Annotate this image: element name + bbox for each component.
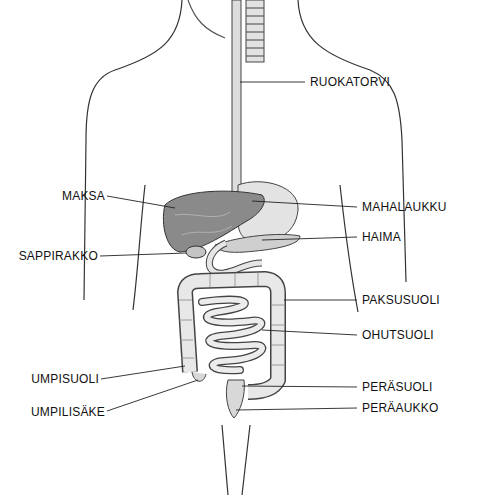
part-label: MAHALAUKKU	[362, 200, 447, 214]
throat	[188, 0, 264, 62]
leader-line	[284, 300, 357, 301]
throat-line	[188, 0, 225, 38]
leg-line	[242, 425, 250, 495]
arm-right-line	[340, 185, 358, 312]
trachea-rings	[246, 8, 264, 56]
leader-line	[240, 82, 305, 83]
duodenum	[209, 243, 262, 273]
colon	[185, 279, 278, 392]
duodenum-outline	[209, 243, 262, 273]
body-outline	[84, 0, 406, 495]
leader-line	[236, 408, 357, 410]
arm-left-line	[133, 185, 145, 310]
part-label: HAIMA	[362, 230, 401, 244]
small-intestine-outline	[202, 300, 262, 371]
small-intestine	[202, 300, 262, 371]
leader-line	[101, 366, 185, 379]
gallbladder	[186, 246, 206, 258]
esophagus	[232, 0, 241, 192]
part-label: MAKSA	[62, 189, 105, 203]
leader-line	[262, 330, 357, 335]
part-label: PERÄSUOLI	[362, 380, 433, 394]
part-label: RUOKATORVI	[310, 75, 390, 89]
part-label: PAKSUSUOLI	[362, 293, 440, 307]
leader-line	[107, 196, 175, 208]
liver-texture	[175, 212, 232, 235]
body-right-outline	[298, 0, 406, 282]
leader-lines	[100, 82, 357, 411]
rectum	[226, 380, 244, 418]
appendix	[192, 372, 206, 381]
part-label: SAPPIRAKKO	[19, 249, 98, 263]
leader-line	[100, 253, 186, 256]
part-label: OHUTSUOLI	[362, 328, 434, 342]
leader-line	[107, 380, 198, 411]
part-label: PERÄAUKKO	[362, 401, 439, 415]
part-label: UMPILISÄKE	[31, 405, 105, 419]
colon-outline	[185, 279, 278, 392]
pancreas	[215, 234, 300, 252]
leader-line	[252, 201, 357, 207]
leader-line	[242, 386, 357, 387]
trachea	[246, 0, 264, 62]
leg-line	[222, 425, 228, 495]
part-label: UMPISUOLI	[31, 372, 99, 386]
leader-line	[262, 237, 357, 240]
